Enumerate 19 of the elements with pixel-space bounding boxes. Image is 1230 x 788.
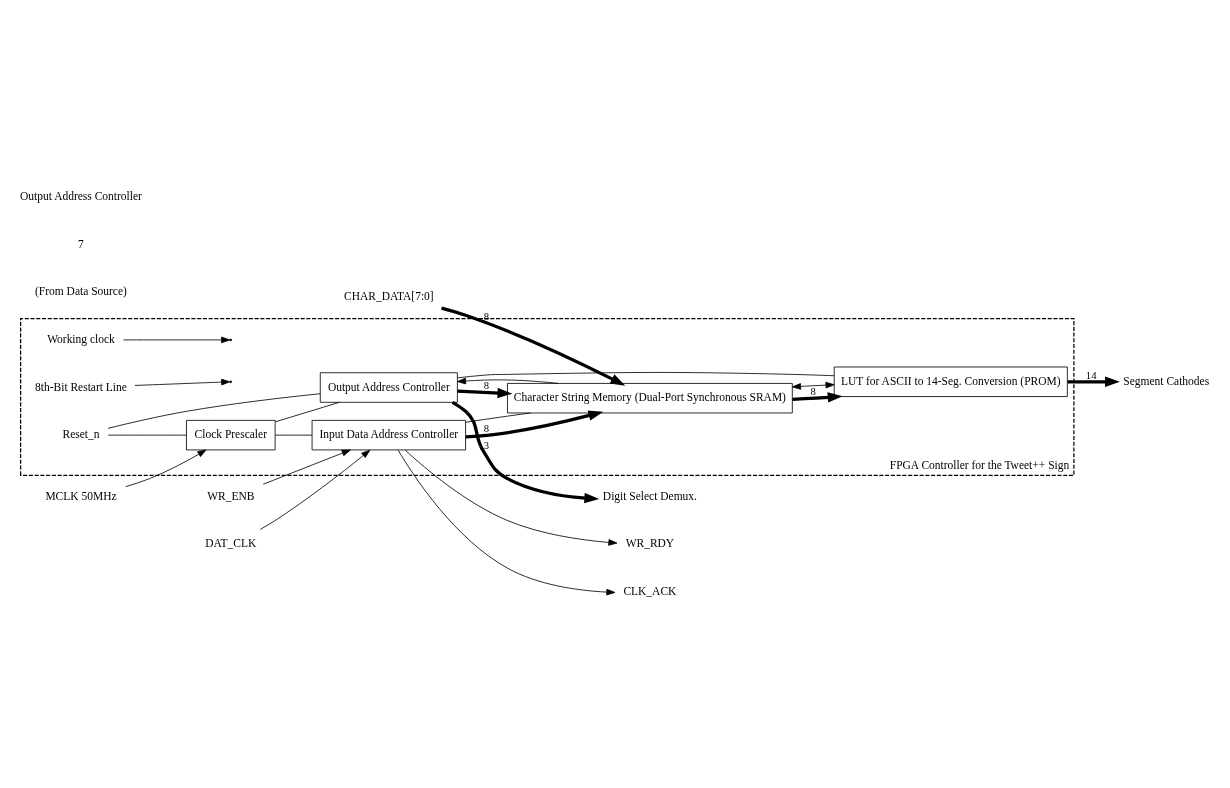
label: (From Data Source)	[35, 284, 127, 297]
label: Output Address Controller	[20, 189, 142, 202]
node-text: CLK_ACK	[623, 584, 677, 597]
node-text: MCLK 50MHz	[45, 489, 117, 502]
node-text: Segment Cathodes	[1123, 374, 1210, 387]
node-text: Reset_n	[62, 427, 100, 440]
node-text: CHAR_DATA[7:0]	[343, 289, 434, 302]
edge-label: 8	[483, 378, 490, 391]
node-text: Digit Select Demux.	[602, 489, 697, 502]
edge-label: 3	[483, 438, 490, 451]
edge-label: 8	[483, 421, 490, 434]
node-text: WR_RDY	[625, 536, 675, 549]
label: 7	[78, 237, 84, 250]
edge-label: 14	[1085, 368, 1097, 381]
edge-label: 8	[810, 384, 816, 397]
node-text: 8th-Bit Restart Line	[35, 380, 127, 393]
node-text: DAT_CLK	[205, 536, 257, 549]
node-text: WR_ENB	[207, 489, 255, 502]
node-text: Working clock	[47, 332, 115, 345]
